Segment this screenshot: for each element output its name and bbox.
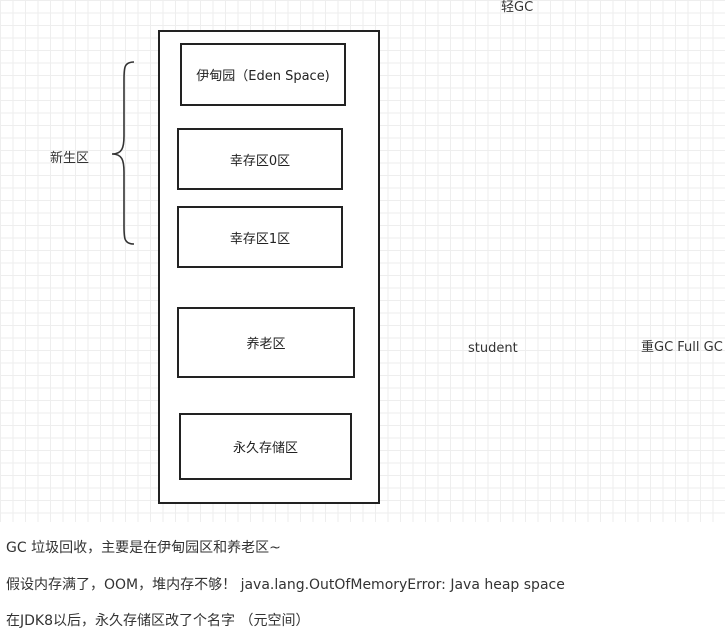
survivor-0-box: 幸存区0区 <box>177 128 343 190</box>
minor-gc-label: 轻GC <box>501 0 534 15</box>
old-generation-label: 养老区 <box>246 337 286 352</box>
young-generation-brace <box>111 61 135 245</box>
student-label: student <box>468 341 518 356</box>
diagram-canvas: 轻GC 伊甸园（Eden Space) 幸存区0区 幸存区1区 养老区 永久存储… <box>0 0 725 522</box>
survivor-1-label: 幸存区1区 <box>229 231 291 247</box>
old-generation-box: 养老区 <box>177 307 355 378</box>
note-metaspace: 在JDK8以后，永久存储区改了个名字 （元空间） <box>6 613 310 629</box>
survivor-1-box: 幸存区1区 <box>177 206 343 268</box>
permanent-generation-box: 永久存储区 <box>179 413 352 480</box>
eden-space-box: 伊甸园（Eden Space) <box>180 43 346 106</box>
note-gc-areas: GC 垃圾回收，主要是在伊甸园区和养老区~ <box>6 540 281 556</box>
survivor-0-label: 幸存区0区 <box>229 153 291 169</box>
permanent-generation-label: 永久存储区 <box>232 441 298 456</box>
note-oom-error: 假设内存满了，OOM，堆内存不够！ java.lang.OutOfMemoryE… <box>6 577 565 593</box>
young-generation-label: 新生区 <box>50 151 90 166</box>
eden-space-label: 伊甸园（Eden Space) <box>196 69 330 84</box>
full-gc-label: 重GC Full GC <box>641 340 723 355</box>
